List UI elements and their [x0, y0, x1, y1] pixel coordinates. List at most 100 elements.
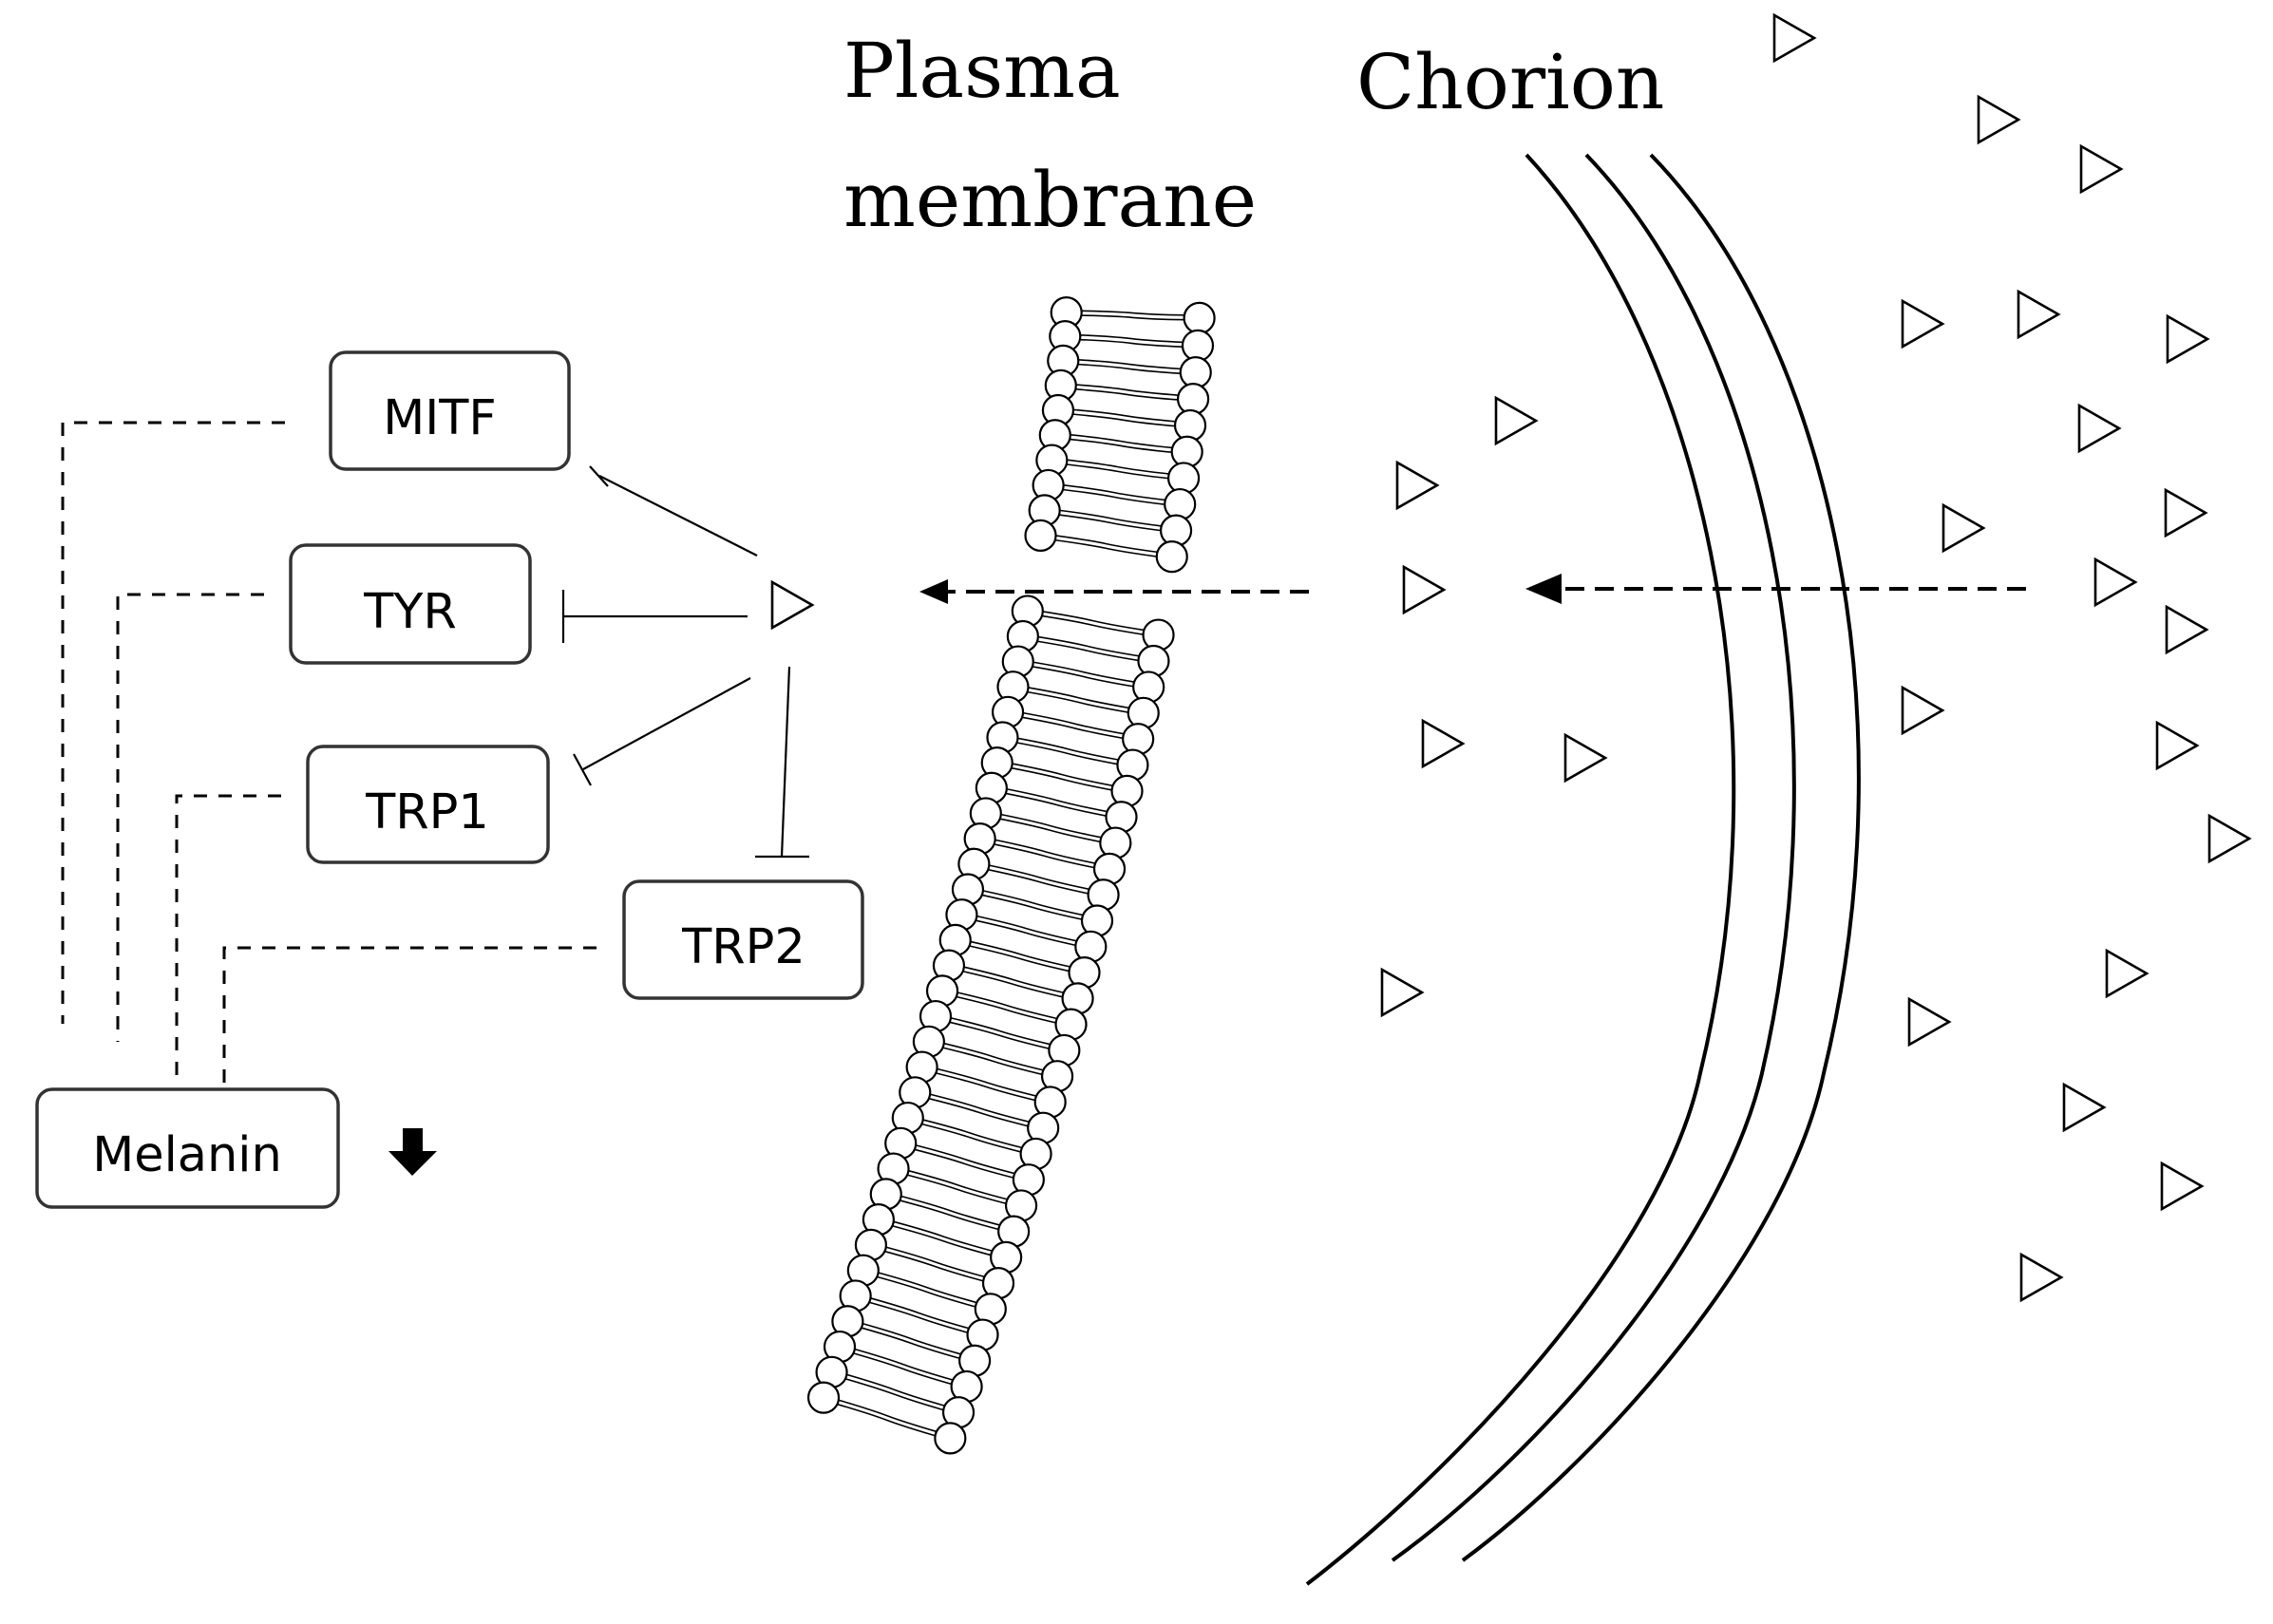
lipid-tail	[883, 1245, 986, 1278]
arrowhead-membrane	[919, 579, 948, 604]
lipid-head	[934, 1422, 967, 1455]
phospholipid-pair	[1047, 344, 1212, 389]
phospholipid-pair	[975, 771, 1138, 834]
lipid-tail	[955, 991, 1059, 1020]
open-triangle-icon	[2077, 403, 2122, 454]
lipid-tail	[1004, 787, 1108, 813]
trp2-label: TRP2	[681, 919, 805, 975]
phospholipid-pair	[938, 923, 1101, 990]
open-triangle-icon	[1395, 460, 1440, 511]
lipid-tail	[1073, 387, 1181, 401]
lipid-tail	[1035, 635, 1141, 657]
phospholipid-pair	[1035, 444, 1201, 495]
open-triangle-icon	[2079, 143, 2124, 195]
phospholipid-pair	[884, 1126, 1045, 1197]
lipid-tail	[998, 813, 1103, 839]
lipid-tail	[1065, 463, 1171, 480]
lipid-tail	[867, 1296, 971, 1330]
phospholipid-pair	[1001, 645, 1165, 704]
open-triangle-icon	[1907, 996, 1952, 1048]
open-triangle-icon	[1494, 395, 1539, 446]
inhibit-trp1-line	[582, 677, 751, 770]
chorion-arc-inner	[1305, 153, 1736, 1586]
down-arrow-icon	[388, 1128, 437, 1176]
lipid-tail	[876, 1275, 978, 1309]
phospholipid-pair	[969, 797, 1132, 859]
lipid-bilayer	[806, 296, 1216, 1455]
plasma-membrane-label-line1: Plasma	[843, 27, 1121, 115]
open-triangle-icon	[2093, 557, 2138, 608]
mitf-box: MITF	[329, 350, 571, 471]
lipid-tail	[905, 1169, 1009, 1200]
lipid-tail	[1070, 408, 1178, 423]
phospholipid-pair	[1011, 595, 1175, 651]
lipid-tail	[980, 889, 1085, 916]
phospholipid-pair	[963, 821, 1127, 886]
lipid-tail	[1010, 762, 1114, 787]
lipid-tail	[1035, 640, 1141, 662]
connector-trp1	[175, 794, 281, 1085]
chorion-arc-middle	[1391, 153, 1796, 1562]
phospholipid-pair	[905, 1050, 1067, 1119]
phospholipid-pair	[891, 1101, 1052, 1171]
tyr-box: TYR	[289, 543, 532, 665]
lipid-tail	[980, 894, 1085, 921]
lipid-tail	[1004, 792, 1108, 818]
lipid-tail	[968, 940, 1072, 969]
open-triangle-icon	[1563, 732, 1608, 784]
open-triangle-icon	[1901, 685, 1945, 736]
lipid-tail	[899, 1195, 1001, 1227]
lipid-tail	[1079, 310, 1186, 316]
trp2-box: TRP2	[622, 879, 864, 1000]
lipid-tail	[852, 1351, 955, 1386]
lipid-tail	[993, 839, 1097, 865]
open-triangle-icon	[2105, 948, 2150, 999]
phospholipid-pair	[862, 1203, 1023, 1274]
lipid-tail	[934, 1067, 1038, 1098]
lipid-tail	[1057, 509, 1164, 527]
lipid-tail	[1053, 538, 1160, 558]
melanin-label: Melanin	[92, 1127, 282, 1183]
phospholipid-pair	[806, 1381, 967, 1455]
lipid-tail	[876, 1271, 978, 1304]
inhibit-mitf-bar	[589, 465, 609, 487]
phospholipid-pair	[919, 999, 1081, 1067]
lipid-tail	[1061, 483, 1167, 501]
open-triangle-icon	[1402, 564, 1447, 615]
lipid-head	[1183, 301, 1216, 334]
trp1-label: TRP1	[365, 784, 489, 840]
lipid-tail	[1020, 711, 1126, 735]
phospholipid-pair	[1028, 494, 1193, 547]
phospholipid-pair	[1032, 468, 1197, 521]
lipid-tail	[836, 1403, 938, 1438]
lipid-tail	[883, 1250, 986, 1283]
lipid-tail	[860, 1327, 962, 1360]
open-triangle-icon	[1380, 967, 1425, 1018]
phospholipid-pair	[823, 1330, 983, 1404]
lipid-tail	[891, 1224, 994, 1257]
lipid-tail	[843, 1372, 946, 1407]
connector-tyr	[116, 593, 264, 1042]
chorion-label: Chorion	[1356, 38, 1664, 126]
lipid-tail	[1040, 610, 1146, 632]
phospholipid-pair	[1050, 296, 1216, 334]
lipid-head	[806, 1381, 841, 1414]
phospholipid-pair	[932, 949, 1094, 1015]
lipid-tail	[843, 1377, 946, 1412]
phospholipid-pair	[899, 1076, 1060, 1144]
phospholipid-pair	[815, 1355, 975, 1429]
lipid-tail	[955, 995, 1059, 1025]
lipid-tail	[1015, 737, 1120, 762]
tyr-label: TYR	[363, 584, 457, 640]
lipid-tail	[961, 970, 1066, 999]
phospholipid-pair	[869, 1178, 1031, 1248]
trp1-box: TRP1	[306, 745, 550, 864]
inhibit-trp1-bar	[573, 753, 592, 786]
lipid-tail	[1068, 438, 1174, 454]
phospholipid-pair	[846, 1254, 1007, 1326]
lipid-tail	[1020, 716, 1126, 740]
lipid-tail	[961, 965, 1066, 994]
phospholipid-pair	[986, 721, 1149, 782]
open-triangle-icon	[1421, 718, 1466, 769]
lipid-tail	[1065, 459, 1171, 475]
